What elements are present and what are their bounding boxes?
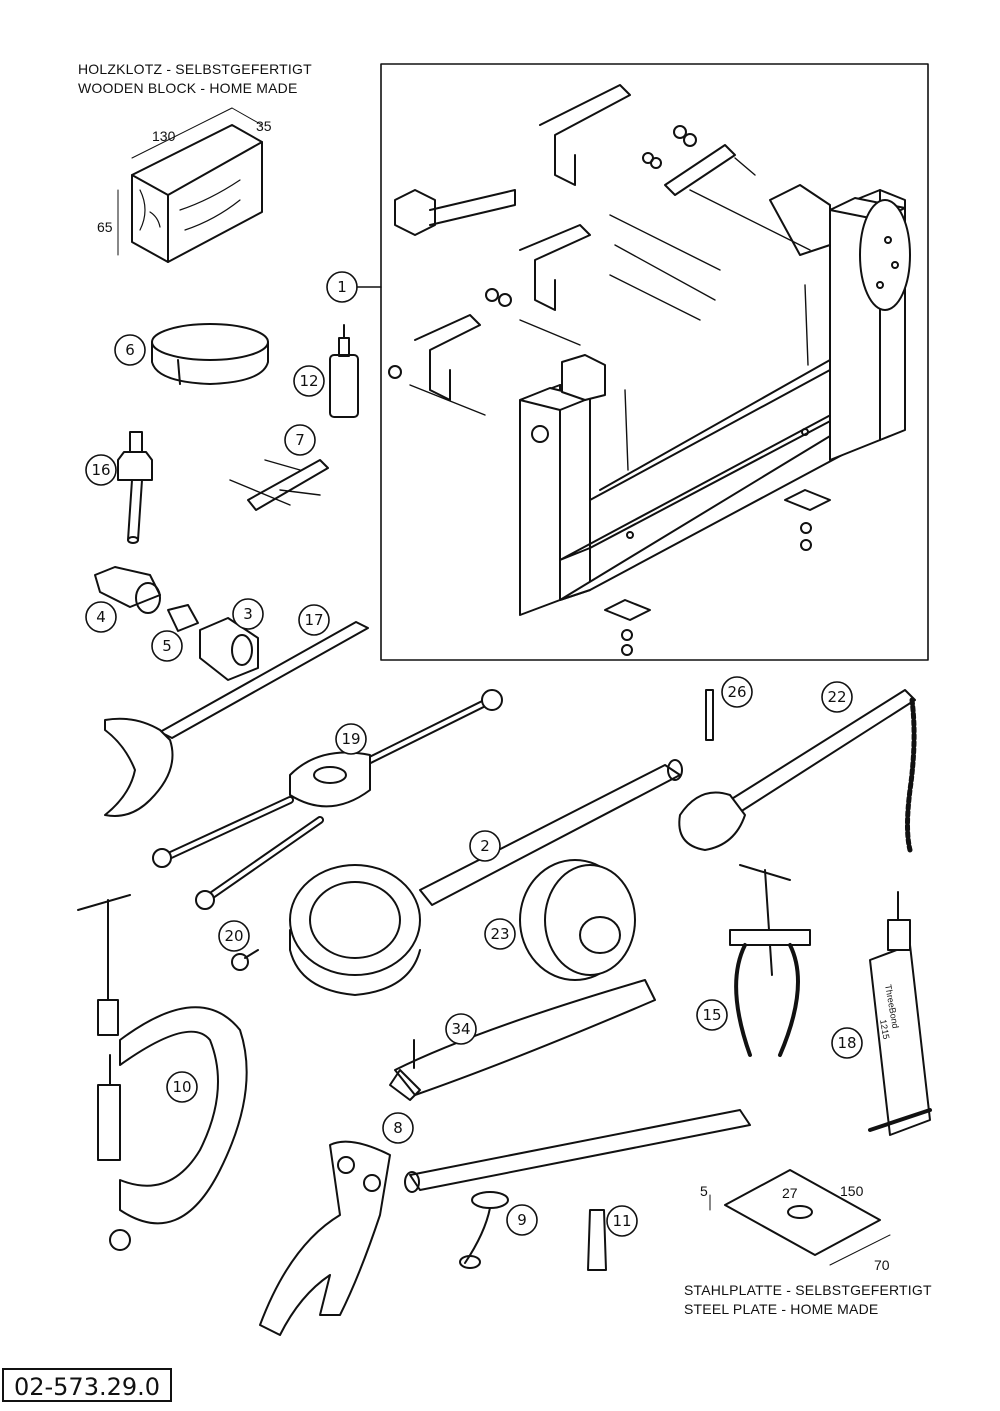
tube-number-label: 1215 [878, 1019, 891, 1040]
steel-plate-caption-de: STAHLPLATTE - SELBSTGEFERTIGT [684, 1282, 932, 1298]
puller-16-illustration [117, 431, 153, 544]
bolt-20-illustration [231, 949, 259, 971]
ring-wrench-2-illustration [289, 759, 683, 996]
loctite-bottle-illustration [329, 324, 359, 418]
clamp-ring-illustration [151, 323, 269, 385]
holding-tool-7-illustration [229, 459, 329, 511]
steel-plate-caption-en: STEEL PLATE - HOME MADE [684, 1301, 879, 1317]
callout-label-1: 1 [337, 278, 347, 296]
callout-circle-26 [721, 676, 753, 708]
callout-label-17: 17 [304, 611, 323, 629]
plate-length-label: 150 [840, 1183, 864, 1199]
callout-circle-11 [606, 1205, 638, 1237]
plate-width-label: 70 [874, 1257, 890, 1273]
callout-label-19: 19 [341, 730, 360, 748]
part-number-box: 02-573.29.0 [2, 1368, 172, 1402]
callout-circle-5 [151, 630, 183, 662]
bushing-tools-illustration [94, 566, 259, 681]
callout-label-23: 23 [490, 925, 509, 943]
callout-circle-10 [166, 1071, 198, 1103]
steel-plate-caption: STAHLPLATTE - SELBSTGEFERTIGT STEEL PLAT… [684, 1281, 932, 1319]
callout-circle-34 [445, 1013, 477, 1045]
plate-thickness-label: 5 [700, 1183, 708, 1199]
engine-stand-frame-box [380, 63, 929, 661]
callout-label-3: 3 [243, 605, 253, 623]
chain-wrench-22-illustration [678, 689, 917, 853]
wood-length-label: 130 [152, 128, 176, 144]
callout-label-7: 7 [295, 431, 305, 449]
callout-circle-6 [114, 334, 146, 366]
wooden-block-illustration [117, 107, 263, 263]
callout-circle-16 [85, 454, 117, 486]
threebond-tube-18-illustration [868, 891, 932, 1136]
callout-label-6: 6 [125, 341, 135, 359]
callout-label-22: 22 [827, 688, 846, 706]
callout-label-11: 11 [612, 1212, 631, 1230]
plate-hole-label: 27 [782, 1185, 798, 1201]
callout-circle-4 [85, 601, 117, 633]
callout-circle-20 [218, 920, 250, 952]
pin-26-illustration [705, 689, 714, 741]
crankshaft-tool-19-illustration [152, 689, 503, 910]
callout-circle-19 [335, 723, 367, 755]
engine-stand-illustration [388, 84, 911, 656]
steel-plate-illustration [709, 1169, 891, 1266]
holding-bracket-8-illustration [259, 1109, 751, 1336]
callout-circle-8 [382, 1112, 414, 1144]
rotor-puller-23-illustration [519, 859, 636, 981]
wooden-block-caption-en: WOODEN BLOCK - HOME MADE [78, 80, 298, 96]
callout-label-2: 2 [480, 837, 490, 855]
callout-label-20: 20 [224, 927, 243, 945]
callout-label-10: 10 [172, 1078, 191, 1096]
callout-label-8: 8 [393, 1119, 403, 1137]
bearing-puller-15-illustration [729, 864, 811, 1057]
callout-label-5: 5 [162, 637, 172, 655]
tool-9-illustration [459, 1191, 509, 1269]
callout-circle-7 [284, 424, 316, 456]
valve-spring-compressor-10-illustration [77, 894, 248, 1251]
wooden-block-caption: HOLZKLOTZ - SELBSTGEFERTIGT WOODEN BLOCK… [78, 60, 312, 98]
callout-label-15: 15 [702, 1006, 721, 1024]
callout-circle-3 [232, 598, 264, 630]
wood-depth-label: 35 [256, 118, 272, 134]
callout-circle-22 [821, 681, 853, 713]
callout-circle-9 [506, 1204, 538, 1236]
fork-wrench-17-illustration [104, 621, 369, 817]
callout-label-12: 12 [299, 372, 318, 390]
wooden-block-caption-de: HOLZKLOTZ - SELBSTGEFERTIGT [78, 61, 312, 77]
callout-label-34: 34 [451, 1020, 470, 1038]
callout-label-4: 4 [96, 608, 106, 626]
tool-11-illustration [587, 1209, 607, 1271]
wood-height-label: 65 [97, 219, 113, 235]
callout-label-26: 26 [727, 683, 746, 701]
callout-circle-17 [298, 604, 330, 636]
callout-circle-12 [293, 365, 325, 397]
callout-circle-2 [469, 830, 501, 862]
callout-circle-18 [831, 1027, 863, 1059]
holding-strap-34-illustration [389, 979, 656, 1101]
callout-circle-15 [696, 999, 728, 1031]
callout-circle-23 [484, 918, 516, 950]
callout-label-9: 9 [517, 1211, 527, 1229]
callout-label-16: 16 [91, 461, 110, 479]
callout-label-18: 18 [837, 1034, 856, 1052]
